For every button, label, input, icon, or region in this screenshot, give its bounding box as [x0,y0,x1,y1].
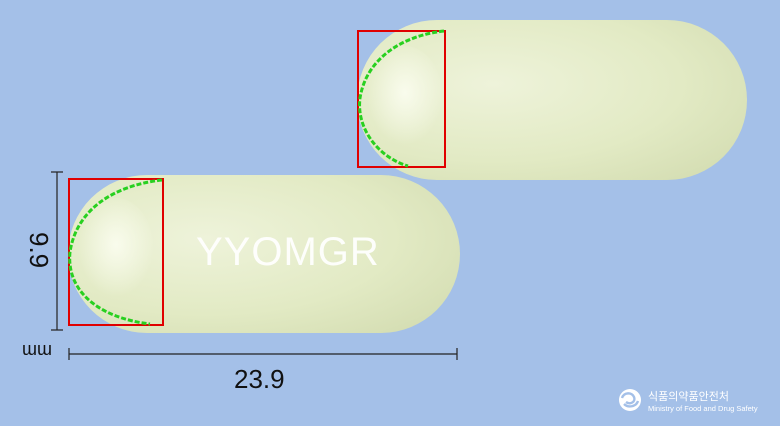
back-pill [357,20,747,180]
unit-label: mm [22,341,52,361]
back-pill-detection-box [357,30,446,168]
front-pill-body [68,175,460,333]
front-pill [68,175,460,333]
height-dimension-line [51,171,63,331]
width-dimension-line [68,348,458,360]
ministry-logo: 식품의약품안전처 Ministry of Food and Drug Safet… [616,386,776,418]
back-pill-edge-trace [358,29,445,168]
width-value: 23.9 [234,364,285,394]
back-pill-highlight [367,46,443,150]
ministry-name-korean: 식품의약품안전처 [648,390,729,403]
back-pill-body [357,20,747,180]
pill-imprint-text: YYOMGR [196,230,380,274]
taegeuk-emblem-icon [619,389,641,411]
front-pill-highlight [78,198,154,302]
ministry-name-english: Ministry of Food and Drug Safety [648,404,758,413]
front-pill-edge-trace [68,178,163,326]
height-value: 9.9 [24,232,54,269]
